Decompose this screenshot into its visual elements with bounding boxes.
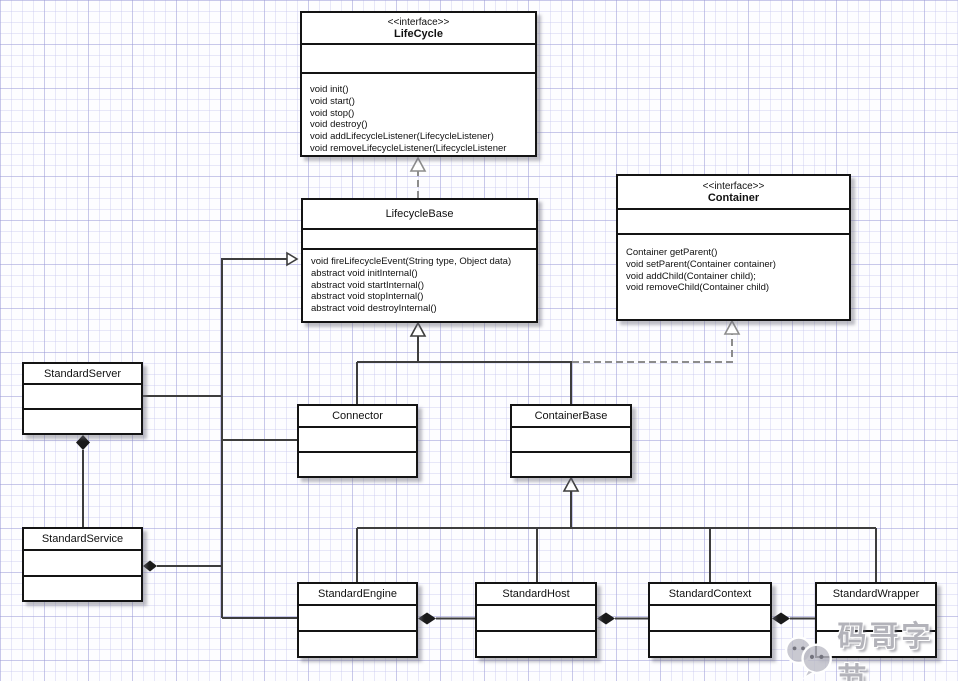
class-title-standardhost: StandardHost bbox=[477, 584, 595, 606]
method-signature: abstract void stopInternal() bbox=[311, 291, 424, 303]
generalization-trunk-to-lifecyclebase bbox=[143, 251, 299, 619]
attributes-compartment bbox=[618, 210, 849, 235]
methods-compartment: Container getParent() void setParent(Con… bbox=[618, 235, 849, 319]
realization-lifecyclebase-to-lifecycle bbox=[409, 156, 427, 198]
method-signature: void removeChild(Container child) bbox=[626, 282, 770, 294]
class-name: StandardEngine bbox=[318, 588, 397, 600]
methods-compartment bbox=[24, 410, 141, 433]
methods-compartment: void fireLifecycleEvent(String type, Obj… bbox=[303, 250, 536, 321]
class-box-standardwrapper: StandardWrapper bbox=[815, 582, 937, 658]
methods-compartment bbox=[477, 632, 595, 656]
attributes-compartment bbox=[24, 385, 141, 410]
stereotype-label: <<interface>> bbox=[702, 180, 765, 192]
class-title-standardcontext: StandardContext bbox=[650, 584, 770, 606]
attributes-compartment bbox=[299, 606, 416, 632]
class-box-connector: Connector bbox=[297, 404, 418, 478]
attributes-compartment bbox=[512, 428, 630, 453]
class-box-standardhost: StandardHost bbox=[475, 582, 597, 658]
class-name: LifecycleBase bbox=[385, 208, 454, 220]
methods-compartment bbox=[299, 453, 416, 476]
method-signature: abstract void initInternal() bbox=[311, 267, 418, 279]
attributes-compartment bbox=[302, 45, 535, 74]
method-signature: void addLifecycleListener(LifecycleListe… bbox=[310, 131, 494, 143]
methods-compartment: void init() void start() void stop() voi… bbox=[302, 74, 535, 155]
composition-diamond-standardservice bbox=[143, 560, 157, 572]
realization-containerbase-to-container bbox=[572, 319, 741, 363]
methods-compartment bbox=[650, 632, 770, 656]
class-name: StandardHost bbox=[502, 588, 570, 600]
attributes-compartment bbox=[299, 428, 416, 453]
method-signature: void removeLifecycleListener(LifecycleLi… bbox=[310, 142, 507, 154]
attributes-compartment bbox=[303, 230, 536, 250]
class-box-standardengine: StandardEngine bbox=[297, 582, 418, 658]
method-signature: void init() bbox=[310, 84, 349, 95]
method-signature: void addChild(Container child); bbox=[626, 270, 756, 282]
class-title-standardservice: StandardService bbox=[24, 529, 141, 551]
class-box-standardservice: StandardService bbox=[22, 527, 143, 602]
stereotype-label: <<interface>> bbox=[387, 16, 450, 28]
composition-standardserver-standardservice bbox=[76, 435, 90, 527]
class-title-lifecycle: <<interface>> LifeCycle bbox=[302, 13, 535, 45]
class-box-standardserver: StandardServer bbox=[22, 362, 143, 435]
class-title-standardserver: StandardServer bbox=[24, 364, 141, 385]
class-title-container: <<interface>> Container bbox=[618, 176, 849, 210]
class-name: StandardService bbox=[41, 533, 124, 545]
class-name: StandardWrapper bbox=[832, 588, 920, 600]
class-name: StandardContext bbox=[668, 588, 752, 600]
generalization-to-lifecyclebase-bottom bbox=[356, 321, 572, 404]
methods-compartment bbox=[24, 577, 141, 600]
class-title-standardwrapper: StandardWrapper bbox=[817, 584, 935, 606]
generalization-to-containerbase bbox=[356, 476, 877, 582]
class-box-containerbase: ContainerBase bbox=[510, 404, 632, 478]
class-name: Container bbox=[707, 191, 760, 204]
attributes-compartment bbox=[650, 606, 770, 632]
class-box-container: <<interface>> Container Container getPar… bbox=[616, 174, 851, 321]
class-title-connector: Connector bbox=[299, 406, 416, 428]
methods-compartment bbox=[817, 632, 935, 656]
method-signature: void fireLifecycleEvent(String type, Obj… bbox=[311, 256, 512, 267]
class-box-lifecyclebase: LifecycleBase void fireLifecycleEvent(St… bbox=[301, 198, 538, 323]
method-signature: void setParent(Container container) bbox=[626, 258, 776, 270]
method-signature: void stop() bbox=[310, 107, 355, 119]
method-signature: abstract void startInternal() bbox=[311, 279, 424, 291]
attributes-compartment bbox=[817, 606, 935, 632]
class-title-lifecyclebase: LifecycleBase bbox=[303, 200, 536, 230]
class-title-containerbase: ContainerBase bbox=[512, 406, 630, 428]
method-signature: void destroy() bbox=[310, 119, 368, 131]
method-signature: void start() bbox=[310, 95, 355, 107]
class-name: Connector bbox=[332, 410, 383, 422]
class-box-lifecycle: <<interface>> LifeCycle void init() void… bbox=[300, 11, 537, 157]
method-signature: Container getParent() bbox=[626, 247, 718, 258]
class-name: ContainerBase bbox=[534, 410, 608, 422]
class-title-standardengine: StandardEngine bbox=[299, 584, 416, 606]
methods-compartment bbox=[512, 453, 630, 476]
class-name: LifeCycle bbox=[394, 27, 443, 40]
class-name: StandardServer bbox=[43, 367, 122, 380]
methods-compartment bbox=[299, 632, 416, 656]
attributes-compartment bbox=[477, 606, 595, 632]
method-signature: abstract void destroyInternal() bbox=[311, 303, 437, 315]
attributes-compartment bbox=[24, 551, 141, 577]
class-box-standardcontext: StandardContext bbox=[648, 582, 772, 658]
